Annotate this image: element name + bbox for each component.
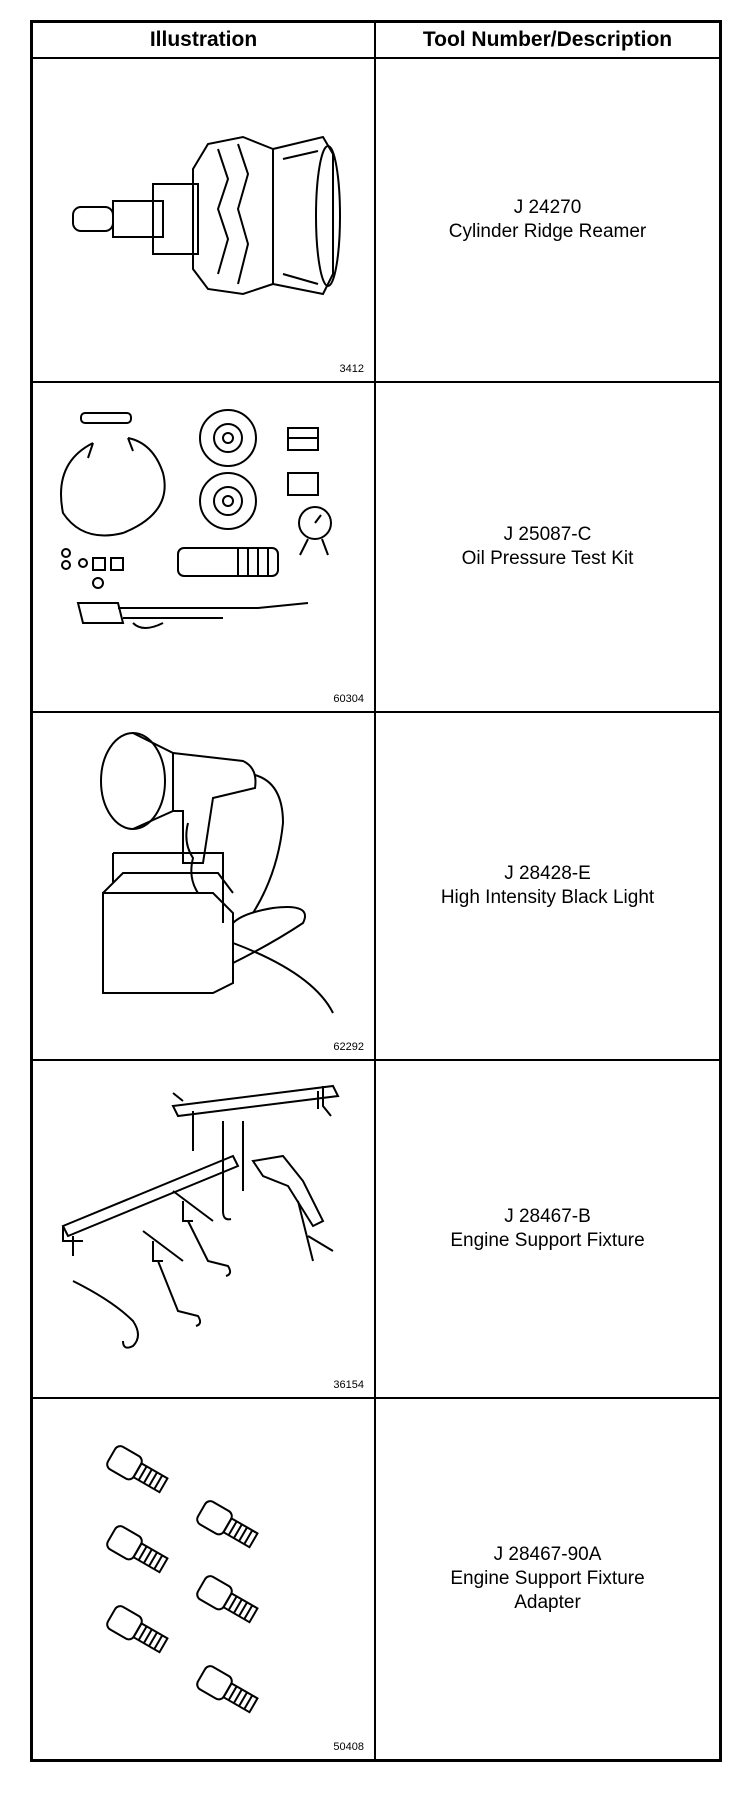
tool-description-cell: J 24270 Cylinder Ridge Reamer [376, 59, 719, 381]
header-divider [33, 57, 719, 59]
tool-description-cell: J 25087-C Oil Pressure Test Kit [376, 383, 719, 711]
tool-description-cell: J 28467-B Engine Support Fixture [376, 1061, 719, 1397]
tool-number: J 28467-B [504, 1206, 591, 1227]
tool-description: Oil Pressure Test Kit [461, 548, 634, 569]
table-row: 62292 J 28428-E High Intensity Black Lig… [33, 713, 719, 1059]
tool-description: Cylinder Ridge Reamer [448, 221, 647, 242]
row-divider [33, 381, 719, 383]
figure-number: 62292 [333, 1041, 364, 1053]
header-illustration: Illustration [149, 28, 258, 51]
adapter-set-icon: 50408 [33, 1399, 374, 1759]
table-row: 60304 J 25087-C Oil Pressure Test Kit [33, 383, 719, 711]
tool-number: J 25087-C [503, 524, 592, 545]
tool-number: J 28467-90A [493, 1544, 602, 1565]
tool-description-cell: J 28467-90A Engine Support Fixture Adapt… [376, 1399, 719, 1759]
table-row: 3412 J 24270 Cylinder Ridge Reamer [33, 59, 719, 381]
black-light-icon: 62292 [33, 713, 374, 1059]
tool-description: High Intensity Black Light [440, 887, 655, 908]
support-fixture-icon: 36154 [33, 1061, 374, 1397]
row-divider [33, 1059, 719, 1061]
table-row: 50408 J 28467-90A Engine Support Fixture… [33, 1399, 719, 1759]
tool-table: Illustration Tool Number/Description 341… [30, 20, 722, 1762]
ridge-reamer-icon: 3412 [33, 59, 374, 381]
tool-number: J 28428-E [504, 863, 591, 884]
tool-description-cell: J 28428-E High Intensity Black Light [376, 713, 719, 1059]
test-kit-icon: 60304 [33, 383, 374, 711]
figure-number: 60304 [333, 693, 364, 705]
tool-number: J 24270 [513, 197, 582, 218]
table-row: 36154 J 28467-B Engine Support Fixture [33, 1061, 719, 1397]
figure-number: 50408 [333, 1741, 364, 1753]
figure-number: 3412 [339, 363, 364, 375]
row-divider [33, 1397, 719, 1399]
tool-description-line2: Adapter [514, 1592, 581, 1613]
figure-number: 36154 [333, 1379, 364, 1391]
tool-description: Engine Support Fixture [450, 1230, 645, 1251]
tool-description: Engine Support Fixture [450, 1568, 645, 1589]
column-divider [374, 23, 376, 1759]
header-tool-description: Tool Number/Description [422, 28, 673, 51]
row-divider [33, 711, 719, 713]
